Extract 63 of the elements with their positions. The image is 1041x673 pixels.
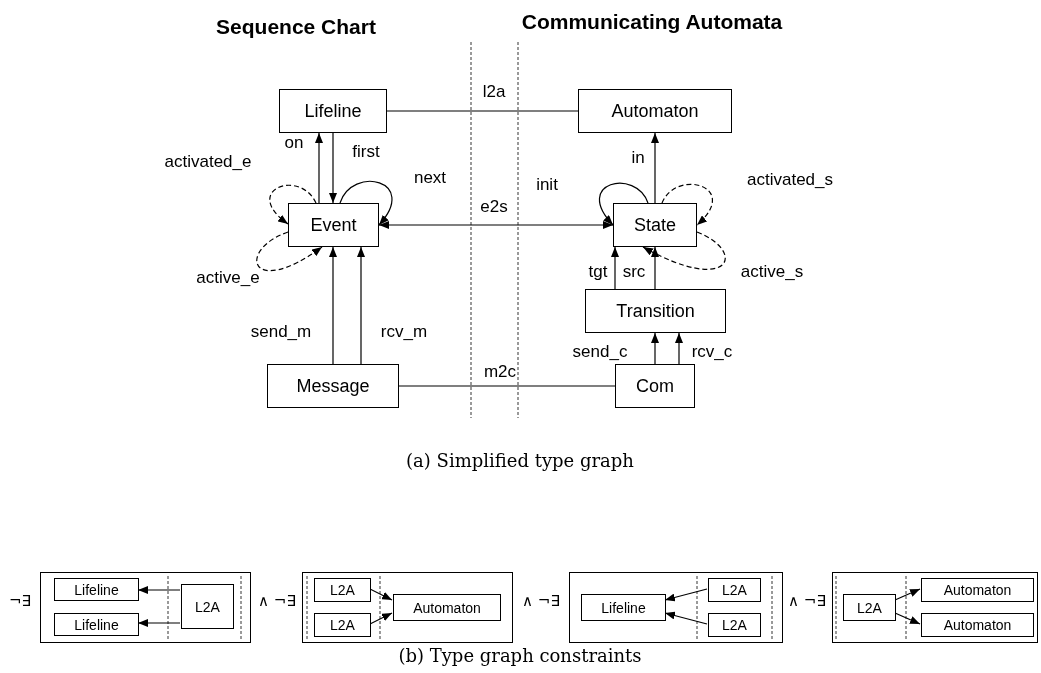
class-box: L2A bbox=[708, 613, 761, 637]
loop-arrow bbox=[339, 180, 393, 226]
arrow bbox=[651, 332, 659, 365]
column-heading: Sequence Chart bbox=[216, 15, 376, 39]
logic-formula: ∧ ¬∃ bbox=[258, 592, 296, 610]
column-heading: Communicating Automata bbox=[521, 10, 783, 34]
class-box: Automaton bbox=[921, 578, 1034, 602]
figure-caption: (b) Type graph constraints bbox=[398, 644, 642, 666]
class-box: Message bbox=[267, 364, 399, 408]
loop-arrow bbox=[598, 182, 649, 226]
loop-arrow bbox=[269, 184, 317, 225]
arrow bbox=[611, 246, 619, 290]
class-box: Lifeline bbox=[54, 578, 139, 601]
arrow bbox=[664, 588, 708, 602]
class-box: Com bbox=[615, 364, 695, 408]
arrow bbox=[664, 611, 708, 625]
arrow bbox=[137, 586, 181, 594]
class-box: L2A bbox=[708, 578, 761, 602]
edge-label: active_e bbox=[195, 268, 261, 288]
logic-formula: ∧ ¬∃ bbox=[788, 592, 826, 610]
class-box: L2A bbox=[181, 584, 234, 629]
loop-arrow bbox=[661, 183, 714, 226]
arrow bbox=[315, 132, 323, 204]
arrow bbox=[651, 246, 659, 290]
arrow bbox=[651, 132, 659, 204]
arrow bbox=[894, 588, 921, 601]
logic-formula: ¬∃ bbox=[9, 592, 31, 610]
arrow bbox=[329, 132, 337, 204]
class-box: L2A bbox=[843, 594, 896, 621]
loop-arrow bbox=[642, 231, 726, 270]
arrow bbox=[369, 612, 393, 625]
class-box: L2A bbox=[314, 578, 371, 602]
logic-formula: ∧ ¬∃ bbox=[522, 592, 560, 610]
connector-line bbox=[386, 110, 579, 112]
edge-label: send_m bbox=[249, 322, 313, 342]
class-box: Event bbox=[288, 203, 379, 247]
edge-label: active_s bbox=[739, 262, 805, 282]
class-box: Transition bbox=[585, 289, 726, 333]
class-box: State bbox=[613, 203, 697, 247]
constraint-frame bbox=[302, 572, 513, 643]
class-box: Automaton bbox=[921, 613, 1034, 637]
edge-label: activated_e bbox=[163, 152, 253, 172]
constraint-frame bbox=[569, 572, 783, 643]
arrow bbox=[894, 612, 921, 625]
class-box: L2A bbox=[314, 613, 371, 637]
arrow bbox=[369, 588, 393, 601]
loop-arrow bbox=[256, 231, 323, 272]
arrow bbox=[675, 332, 683, 365]
arrow bbox=[329, 246, 337, 365]
constraint-frame bbox=[40, 572, 251, 643]
class-box: Lifeline bbox=[581, 594, 666, 621]
class-box: Automaton bbox=[393, 594, 501, 621]
class-box: Lifeline bbox=[279, 89, 387, 133]
class-box: Automaton bbox=[578, 89, 732, 133]
figure-caption: (a) Simplified type graph bbox=[406, 449, 634, 471]
arrow bbox=[378, 221, 614, 229]
constraint-frame bbox=[832, 572, 1038, 643]
connector-line bbox=[398, 385, 616, 387]
arrow bbox=[357, 246, 365, 365]
edge-label: activated_s bbox=[746, 170, 834, 190]
arrow bbox=[137, 619, 181, 627]
class-box: Lifeline bbox=[54, 613, 139, 636]
edge-label: send_c bbox=[571, 342, 629, 362]
